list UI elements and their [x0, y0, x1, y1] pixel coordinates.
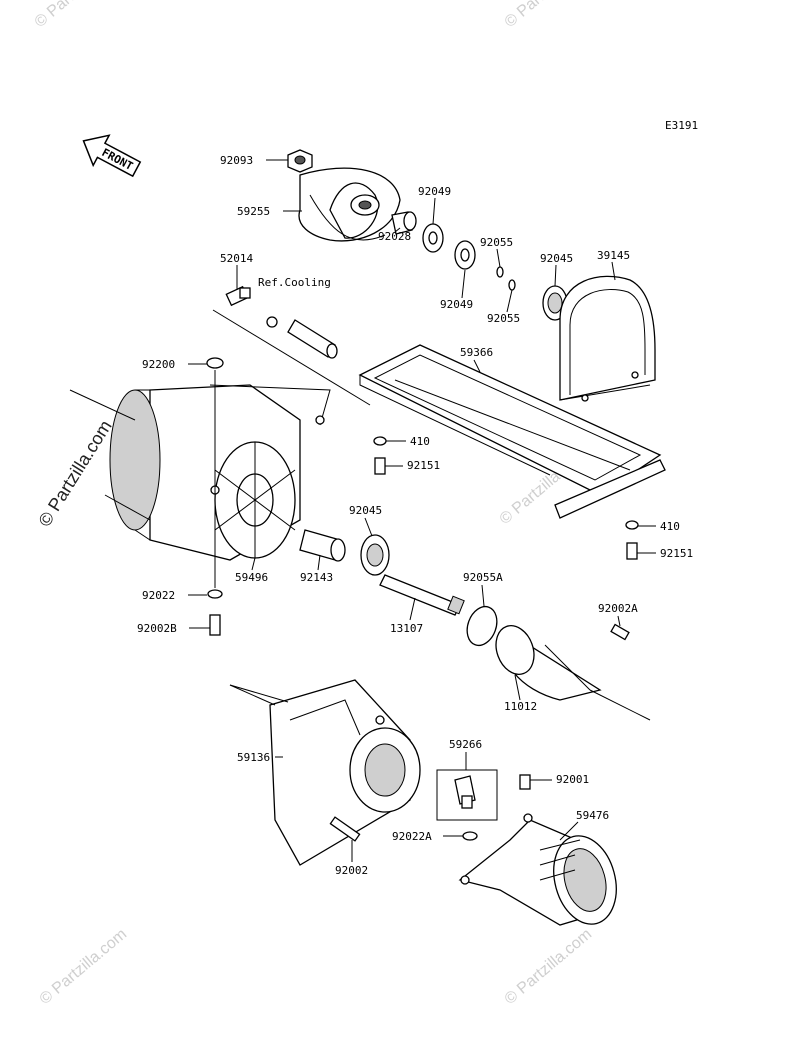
label-92028: 92028	[378, 230, 411, 243]
washer-410-part-2	[625, 520, 639, 530]
o-ring-part-1	[496, 266, 504, 278]
bolt-92001-part	[519, 774, 531, 790]
washer-92200-part	[206, 357, 224, 369]
watermark-small-2: © Partzilla.com	[502, 0, 596, 31]
washer-92022-part	[207, 589, 223, 599]
bearing-part-lower	[360, 534, 390, 576]
label-11012: 11012	[504, 700, 537, 713]
label-92002: 92002	[335, 864, 368, 877]
cone-part	[495, 625, 602, 701]
label-92022: 92022	[142, 589, 175, 602]
washer-410-part-1	[373, 436, 387, 446]
pump-case-part	[109, 384, 331, 561]
bolt-92002-part	[329, 816, 361, 842]
label-92002b: 92002B	[137, 622, 177, 635]
o-ring-part-2	[508, 279, 516, 291]
bolt-92151-part-2	[626, 542, 638, 560]
label-92049-b: 92049	[440, 298, 473, 311]
diagram-code: E3191	[665, 119, 698, 132]
label-59266: 59266	[449, 738, 482, 751]
label-39145: 39145	[597, 249, 630, 262]
plug-assembly-part	[436, 769, 498, 821]
bolt-92002b-part	[209, 614, 221, 636]
label-92055-b: 92055	[487, 312, 520, 325]
label-92045-lower: 92045	[349, 504, 382, 517]
o-ring-92055a-part	[466, 605, 498, 647]
label-92055a: 92055A	[463, 571, 503, 584]
bolt-92002a-part	[610, 623, 630, 641]
watermark-small-5: © Partzilla.com	[502, 926, 596, 1008]
label-92093: 92093	[220, 154, 253, 167]
label-92200: 92200	[142, 358, 175, 371]
watermark-main: © Partzilla.com	[34, 417, 115, 530]
pump-bowl-part	[269, 679, 421, 866]
shaft-part	[379, 574, 465, 616]
impeller-nut-part	[287, 149, 313, 173]
washer-92022a-part	[462, 831, 478, 841]
hose-part	[266, 316, 338, 359]
label-92022a: 92022A	[392, 830, 432, 843]
label-59366: 59366	[460, 346, 493, 359]
label-410-b: 410	[660, 520, 680, 533]
fitting-part	[225, 285, 251, 307]
washer-part-1	[422, 223, 444, 253]
ref-box-line	[212, 309, 371, 406]
ref-cooling-note: Ref.Cooling	[258, 276, 331, 289]
washer-part-2	[454, 240, 476, 270]
pump-cover-part	[358, 344, 666, 519]
steering-nozzle-part	[458, 813, 617, 926]
label-92001: 92001	[556, 773, 589, 786]
label-92002a: 92002A	[598, 602, 638, 615]
label-13107: 13107	[390, 622, 423, 635]
label-92049-a: 92049	[418, 185, 451, 198]
front-arrow-icon: FRONT	[82, 134, 142, 178]
label-410-a: 410	[410, 435, 430, 448]
label-92143: 92143	[300, 571, 333, 584]
spacer-part	[391, 211, 417, 235]
label-59476: 59476	[576, 809, 609, 822]
watermark-small-1: © Partzilla.com	[32, 0, 126, 31]
label-52014: 52014	[220, 252, 253, 265]
callout-labels: 92093 59255 92049 92028 92049 92055 9205…	[137, 154, 693, 877]
label-59136: 59136	[237, 751, 270, 764]
watermark-small-4: © Partzilla.com	[37, 926, 131, 1008]
label-92055-a: 92055	[480, 236, 513, 249]
label-92045-top: 92045	[540, 252, 573, 265]
impeller-part	[298, 167, 401, 242]
label-92151-a: 92151	[407, 459, 440, 472]
cover-part	[559, 275, 656, 402]
bolt-92151-part-1	[374, 457, 386, 475]
label-59255: 59255	[237, 205, 270, 218]
label-92151-b: 92151	[660, 547, 693, 560]
sleeve-part	[299, 529, 346, 562]
label-59496: 59496	[235, 571, 268, 584]
